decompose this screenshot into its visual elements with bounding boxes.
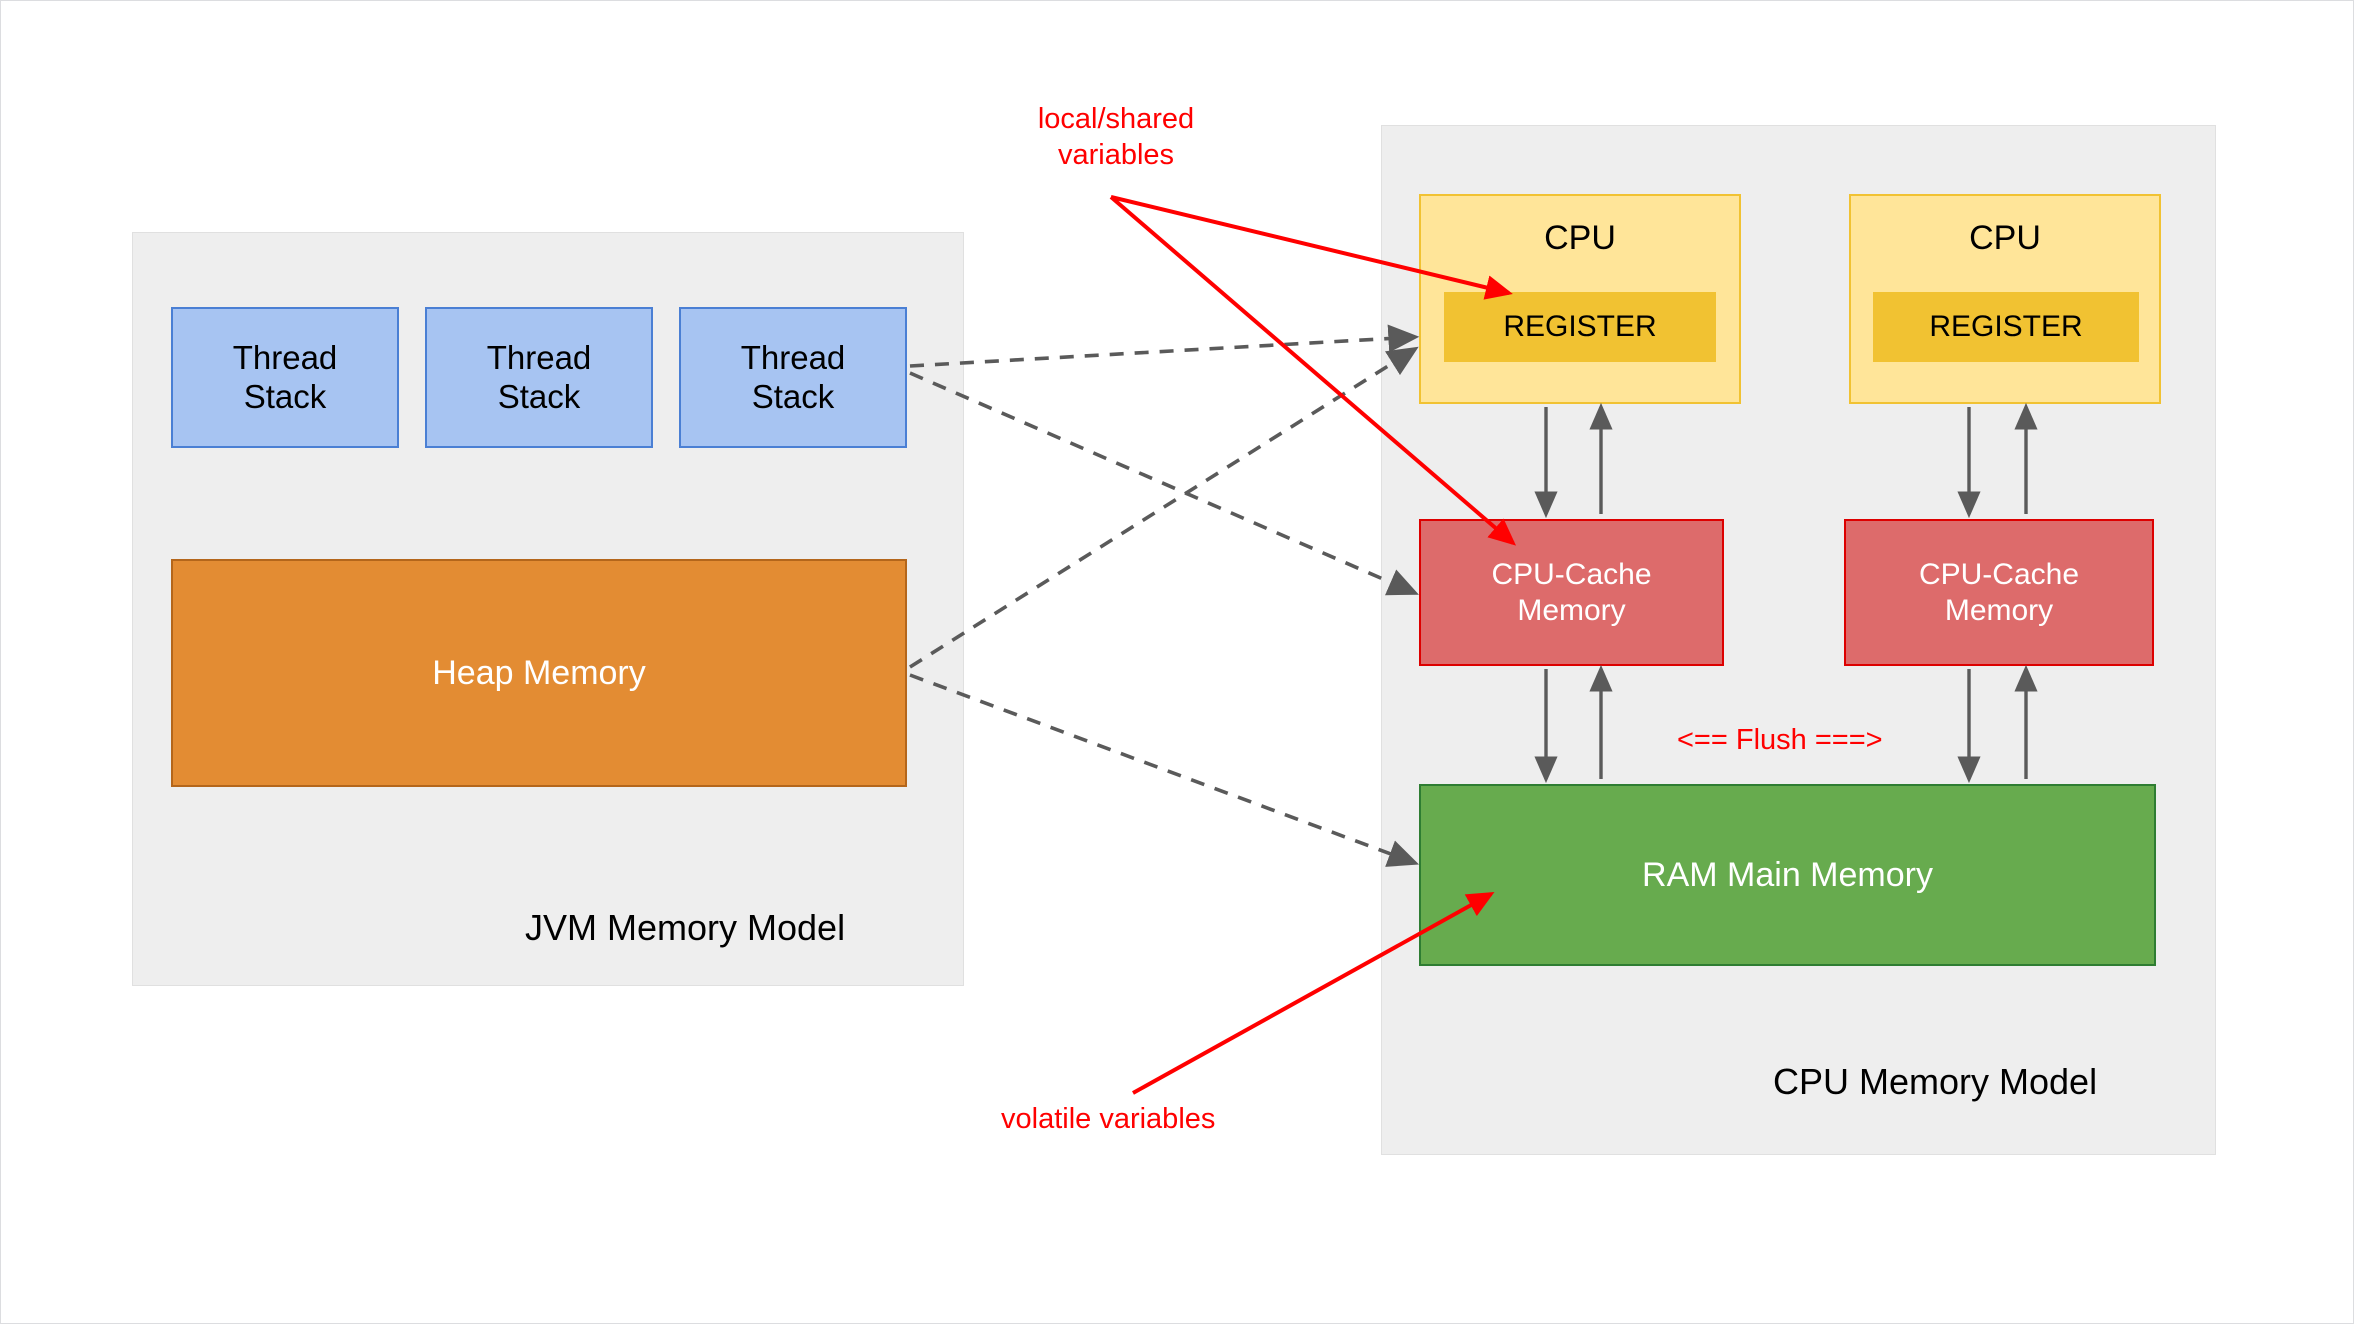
cpu-label-1: CPU	[1544, 219, 1616, 257]
jvm-panel-label: JVM Memory Model	[525, 907, 846, 948]
thread-stack-label-1: Thread Stack	[232, 338, 338, 415]
heap-memory-label: Heap Memory	[432, 653, 646, 692]
thread-stack-box-3: Thread Stack	[679, 307, 907, 448]
register-box-1: REGISTER	[1444, 292, 1716, 362]
register-label-1: REGISTER	[1503, 310, 1657, 344]
thread-stack-label-2: Thread Stack	[486, 338, 592, 415]
ram-main-memory-box: RAM Main Memory	[1419, 784, 2156, 966]
register-box-2: REGISTER	[1873, 292, 2139, 362]
heap-memory-box: Heap Memory	[171, 559, 907, 787]
thread-stack-box-2: Thread Stack	[425, 307, 653, 448]
flush-label: <== Flush ===>	[1677, 724, 1883, 756]
cpu-panel-label: CPU Memory Model	[1773, 1061, 2098, 1102]
ram-main-memory-label: RAM Main Memory	[1642, 855, 1933, 894]
cpu-cache-box-1: CPU-Cache Memory	[1419, 519, 1724, 666]
cpu-cache-label-2: CPU-Cache Memory	[1918, 558, 2080, 627]
thread-stack-box-1: Thread Stack	[171, 307, 399, 448]
cpu-cache-box-2: CPU-Cache Memory	[1844, 519, 2154, 666]
local-shared-variables-annotation: local/shared variables	[1037, 103, 1195, 172]
register-label-2: REGISTER	[1929, 310, 2083, 344]
cpu-cache-label-1: CPU-Cache Memory	[1491, 558, 1652, 627]
cpu-label-2: CPU	[1969, 219, 2041, 257]
volatile-variables-annotation: volatile variables	[1001, 1103, 1216, 1135]
thread-stack-label-3: Thread Stack	[740, 338, 846, 415]
